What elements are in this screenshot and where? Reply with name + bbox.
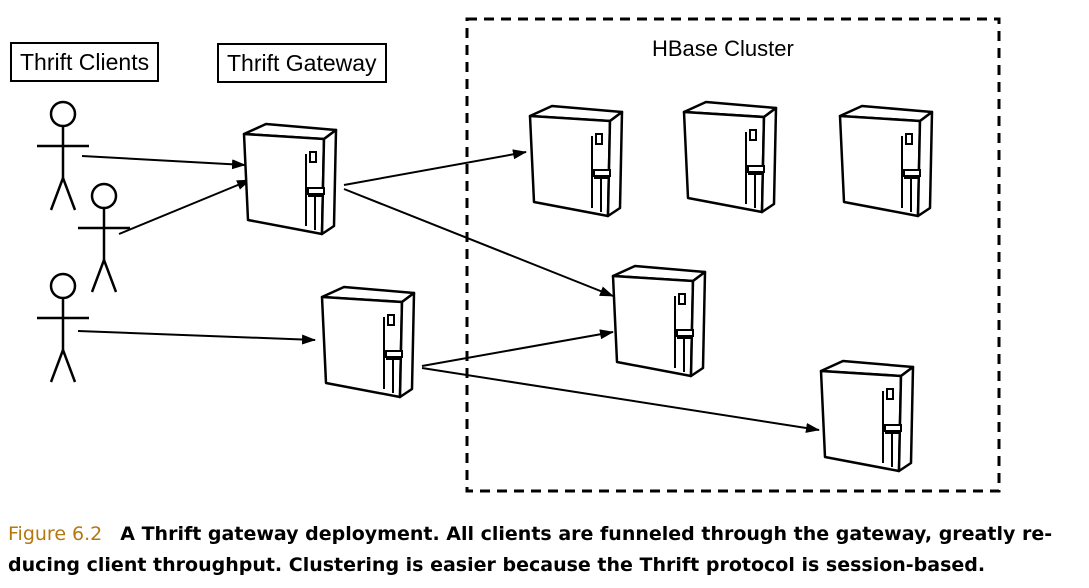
arrow-gateway2-server5	[421, 367, 820, 433]
arrow-gateway1-server1	[343, 149, 527, 186]
server-tower-icon	[611, 264, 707, 378]
arrow-client1-gateway1	[81, 155, 246, 170]
server-tower-icon	[528, 104, 624, 218]
server-tower-icon	[320, 285, 416, 399]
connection-arrows	[77, 149, 820, 433]
arrow-gateway2-server4	[421, 329, 614, 367]
arrow-client2-gateway1	[118, 179, 251, 235]
thrift-gateway-label: Thrift Gateway	[217, 43, 387, 83]
caption-line-1: Figure 6.2 A Thrift gateway deployment. A…	[8, 519, 1083, 550]
arrow-client3-gateway2	[77, 330, 316, 345]
hbase-cluster-boundary	[465, 17, 1001, 493]
stick-figure-icon	[76, 182, 132, 294]
figure-number: Figure 6.2	[8, 523, 103, 545]
figure-caption: Figure 6.2 A Thrift gateway deployment. A…	[8, 519, 1083, 581]
stick-figure-icon	[35, 100, 91, 212]
stick-figure-icon	[35, 272, 91, 384]
server-tower-icon	[682, 100, 778, 214]
server-tower-icon	[838, 104, 934, 218]
server-tower-icon	[819, 359, 915, 473]
server-tower-icon	[242, 122, 338, 236]
hbase-cluster-title: HBase Cluster	[652, 36, 794, 61]
deployment-diagram	[35, 17, 1001, 493]
arrow-gateway1-server4	[343, 188, 614, 297]
caption-line-2: ducing client throughput. Clustering is …	[8, 554, 986, 576]
caption-text-1: A Thrift gateway deployment. All clients…	[120, 523, 1053, 545]
thrift-clients-label: Thrift Clients	[10, 42, 160, 82]
